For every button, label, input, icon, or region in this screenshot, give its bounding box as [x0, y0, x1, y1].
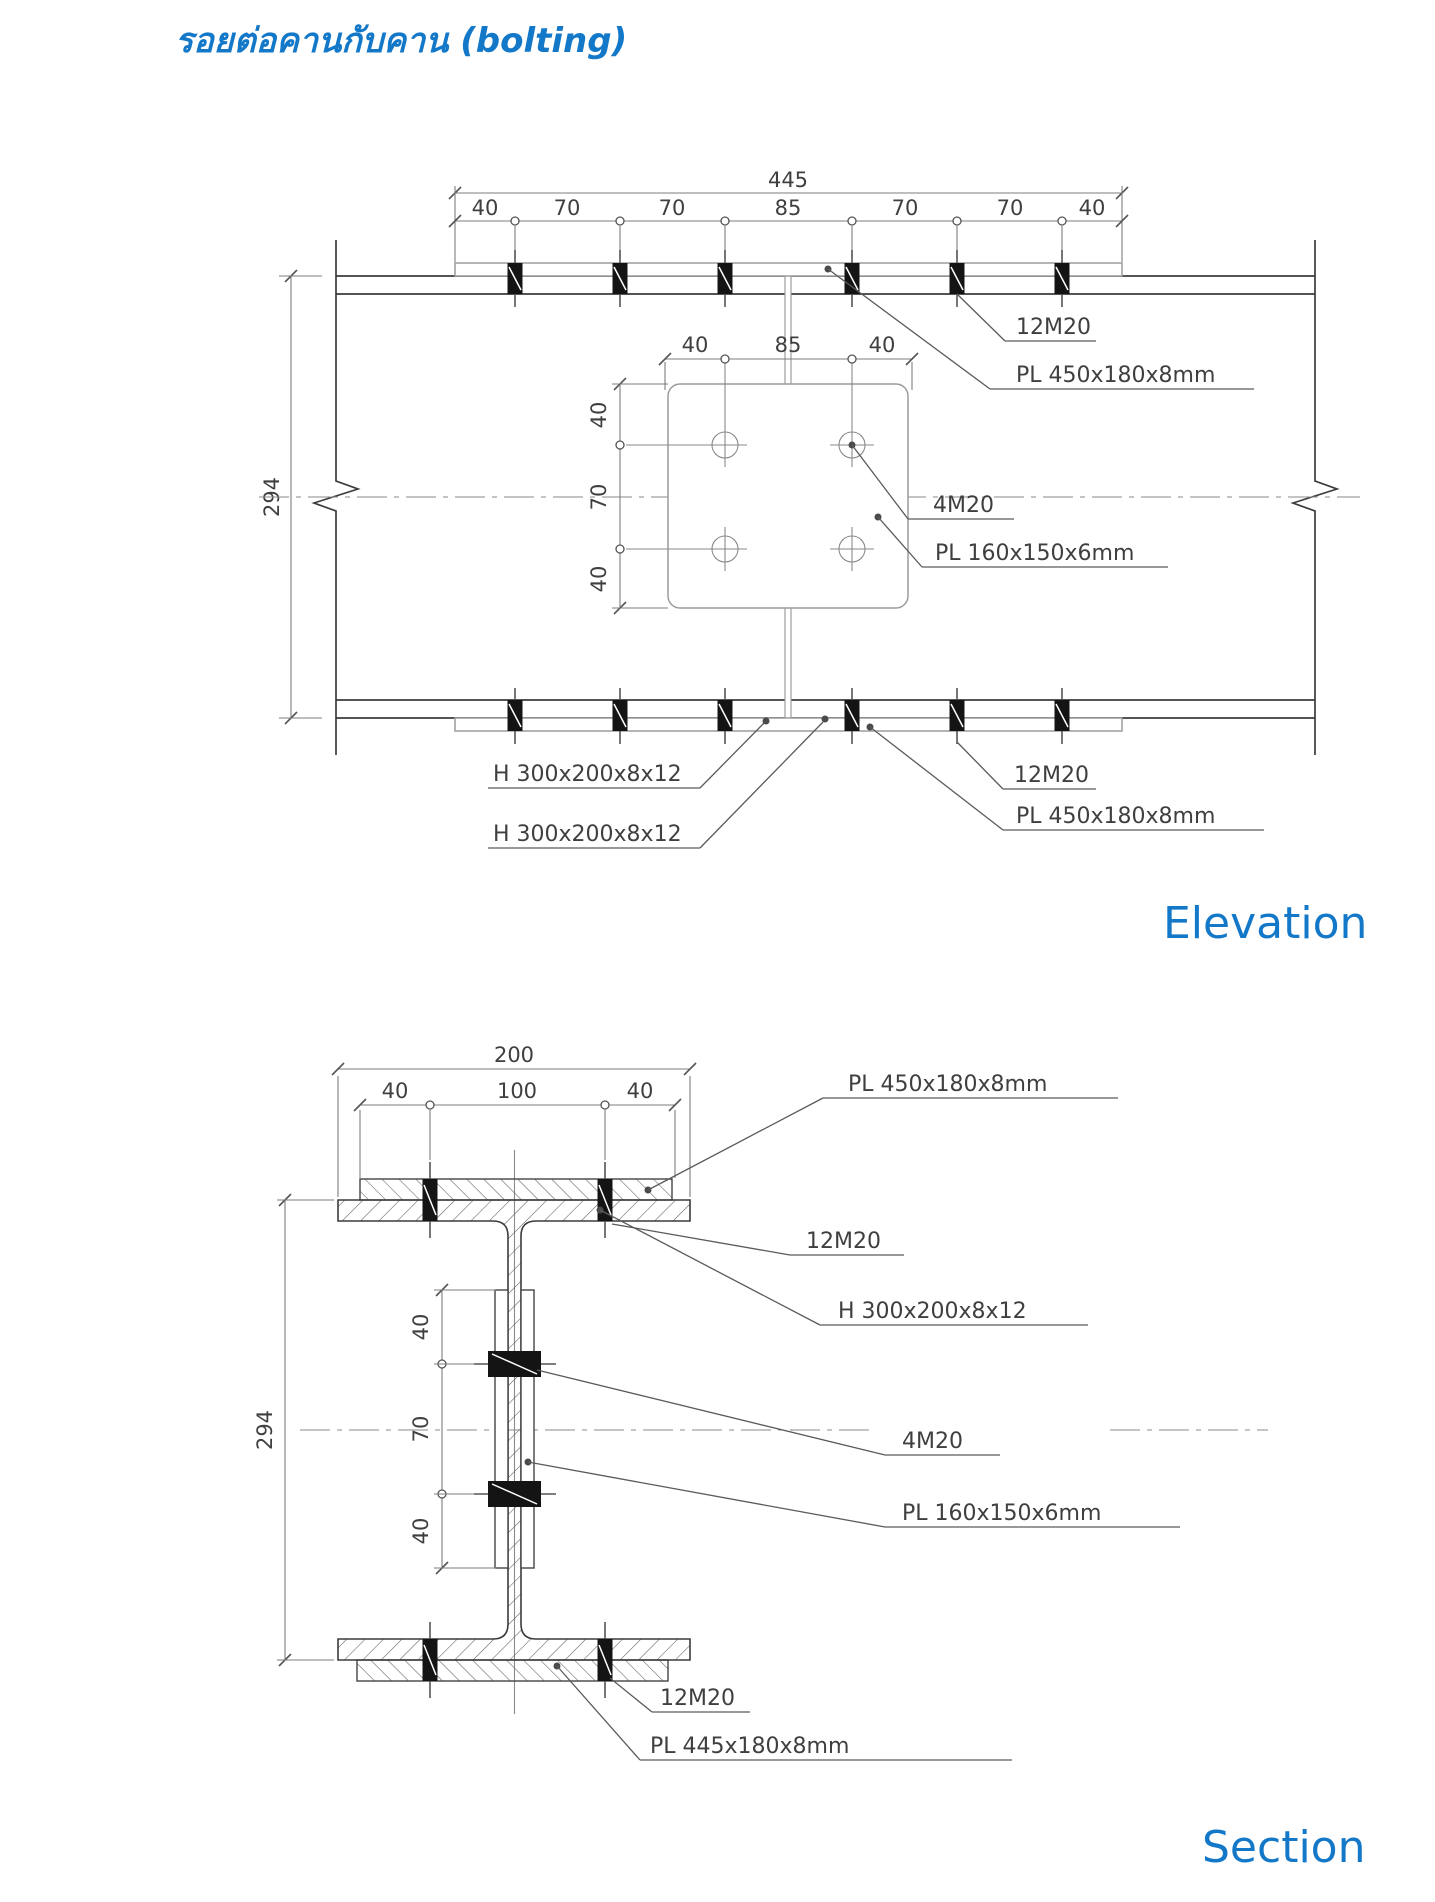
callout-top-bolts: 12M20: [956, 293, 1096, 342]
label-web-plate: PL 160x150x6mm: [935, 541, 1134, 566]
sec-label-top-bolts: 12M20: [806, 1229, 881, 1254]
sec-callout-web-bolts: 4M20: [536, 1369, 1000, 1456]
bottom-cover-plate: [454, 717, 1123, 732]
label-left-beam: H 300x200x8x12: [493, 762, 682, 787]
label-bottom-plate: PL 450x180x8mm: [1016, 804, 1215, 829]
sec-callout-top-bolts: 12M20: [611, 1223, 904, 1256]
callout-right-beam: H 300x200x8x12: [488, 715, 829, 849]
top-flange-bolts: [507, 250, 1070, 307]
section-web-dim-v: 40 70 40: [409, 1283, 496, 1575]
label-web-bolts: 4M20: [933, 493, 994, 518]
section-depth-dim: 294: [253, 1193, 334, 1667]
section-top-plate: [359, 1178, 673, 1201]
right-break-line: [1290, 240, 1340, 755]
elevation-view: 445 40 70 70 85 70 70 40: [259, 168, 1367, 949]
dim-webh-2: 85: [775, 333, 802, 357]
callout-top-plate: PL 450x180x8mm: [824, 265, 1254, 390]
section-view: 200 40 100 40 294: [253, 1043, 1365, 1873]
left-break-line: [311, 240, 361, 755]
label-top-bolts: 12M20: [1016, 315, 1091, 340]
elevation-total-dim: 445: [448, 168, 1129, 262]
sec-label-web-bolts: 4M20: [902, 1429, 963, 1454]
dim-sec-chain-1: 40: [382, 1079, 409, 1103]
dim-webh-3: 40: [869, 333, 896, 357]
section-chain-dim: 40 100 40: [353, 1079, 682, 1178]
dim-chain-7: 40: [1079, 196, 1106, 220]
dim-chain-1: 40: [472, 196, 499, 220]
dim-chain-2: 70: [554, 196, 581, 220]
callout-bottom-bolts: 12M20: [956, 741, 1096, 790]
dim-sec-webv-1: 40: [409, 1314, 433, 1341]
page-title: รอยต่อคานกับคาน (bolting): [175, 21, 627, 61]
dim-flange-width: 200: [494, 1043, 534, 1067]
dim-webh-1: 40: [682, 333, 709, 357]
elevation-chain-dim: 40 70 70 85 70 70 40: [448, 196, 1129, 258]
beam-section: [337, 1199, 691, 1661]
sec-callout-beam: H 300x200x8x12: [596, 1206, 1088, 1326]
section-bottom-plate: [356, 1659, 669, 1682]
section-bottom-bolts: [422, 1622, 613, 1698]
callout-web-plate: PL 160x150x6mm: [874, 513, 1168, 568]
dim-webv-3: 40: [587, 566, 611, 593]
dim-total-width: 445: [768, 168, 808, 192]
web-plate-dim-v: 40 70 40: [587, 377, 668, 615]
section-web-bolts: [474, 1351, 556, 1507]
sec-label-beam: H 300x200x8x12: [838, 1299, 1027, 1324]
dim-chain-5: 70: [892, 196, 919, 220]
section-view-label: Section: [1202, 1822, 1365, 1873]
label-top-plate: PL 450x180x8mm: [1016, 363, 1215, 388]
bottom-flange-bolts: [507, 688, 1070, 744]
dim-chain-3: 70: [659, 196, 686, 220]
dim-sec-chain-2: 100: [497, 1079, 537, 1103]
dim-chain-6: 70: [997, 196, 1024, 220]
callout-bottom-plate: PL 450x180x8mm: [866, 723, 1264, 831]
sec-callout-web-plate: PL 160x150x6mm: [524, 1458, 1180, 1528]
sec-label-web-plate: PL 160x150x6mm: [902, 1501, 1101, 1526]
web-plate-dim-h: 40 85 40: [658, 333, 919, 390]
sec-label-bottom-plate: PL 445x180x8mm: [650, 1734, 849, 1759]
sec-label-bottom-bolts: 12M20: [660, 1686, 735, 1711]
sec-callout-top-plate: PL 450x180x8mm: [644, 1072, 1118, 1194]
dim-sec-webv-3: 40: [409, 1518, 433, 1545]
sec-callout-bottom-bolts: 12M20: [609, 1677, 750, 1713]
dim-sec-depth: 294: [253, 1410, 277, 1450]
callout-left-beam: H 300x200x8x12: [488, 717, 770, 789]
top-cover-plate: [454, 262, 1123, 277]
section-top-bolts: [422, 1162, 613, 1238]
section-total-dim: 200: [331, 1043, 697, 1197]
sec-label-top-plate: PL 450x180x8mm: [848, 1072, 1047, 1097]
sec-callout-bottom-plate: PL 445x180x8mm: [553, 1662, 1012, 1761]
label-right-beam: H 300x200x8x12: [493, 822, 682, 847]
dim-webv-2: 70: [587, 484, 611, 511]
dim-webv-1: 40: [587, 402, 611, 429]
web-splice-plate: [626, 359, 909, 609]
callout-web-bolts: 4M20: [848, 441, 1014, 520]
dim-sec-chain-3: 40: [627, 1079, 654, 1103]
elevation-view-label: Elevation: [1163, 898, 1367, 949]
dim-chain-4: 85: [775, 196, 802, 220]
dim-sec-webv-2: 70: [409, 1416, 433, 1443]
label-bottom-bolts: 12M20: [1014, 763, 1089, 788]
